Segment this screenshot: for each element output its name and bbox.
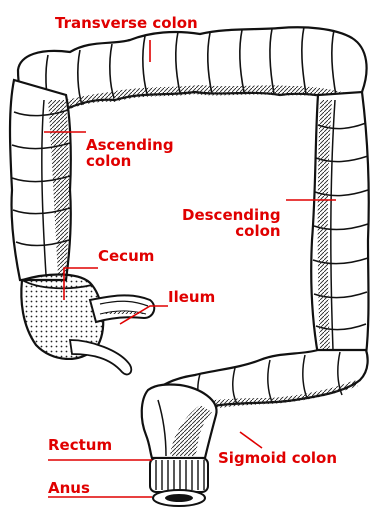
label-descending-colon: Descending colon [182, 207, 281, 239]
label-rectum: Rectum [48, 437, 112, 453]
descending-colon-shape [311, 92, 369, 355]
label-ileum: Ileum [168, 289, 215, 305]
anal-canal-shape [150, 458, 208, 506]
ascending-colon-shape [10, 80, 71, 280]
rectum-shape [142, 385, 217, 458]
leader-sigmoid [240, 432, 262, 448]
transverse-colon-shape [18, 27, 367, 118]
cecum-shape [21, 275, 131, 375]
label-cecum: Cecum [98, 248, 154, 264]
label-sigmoid-colon: Sigmoid colon [218, 450, 337, 466]
label-anus: Anus [48, 480, 90, 496]
label-ascending-colon: Ascending colon [86, 137, 174, 169]
label-transverse-colon: Transverse colon [55, 15, 198, 31]
